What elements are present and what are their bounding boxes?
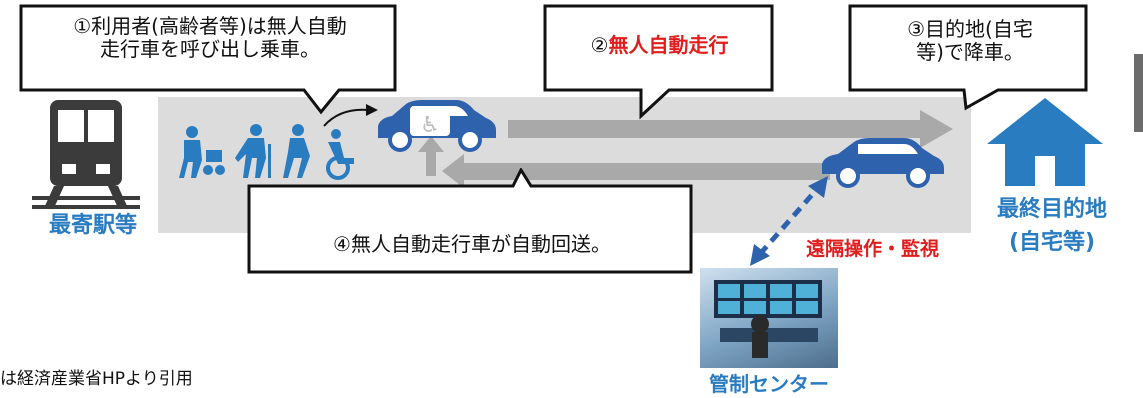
train-icon <box>32 96 140 212</box>
remote-control-label: 遠隔操作・監視 <box>806 238 940 260</box>
callout-step3-text: ③目的地(自宅 等)で降車。 <box>907 17 1033 64</box>
autonomous-car-icon: ♿ <box>372 100 500 152</box>
callout-step1-text: ①利用者(高齢者等)は無人自動 走行車を呼び出し乗車。 <box>73 14 347 61</box>
control-center-photo <box>700 268 838 368</box>
elderly-users-icon <box>178 122 368 180</box>
return-arrow <box>460 163 830 180</box>
callout-step3-bubble <box>848 4 1088 111</box>
svg-text:♿: ♿ <box>420 113 440 138</box>
returning-car-icon <box>818 136 948 188</box>
control-center-label: 管制センター <box>709 372 829 396</box>
source-citation: は経済産業省HPより引用 <box>0 369 193 389</box>
origin-label: 最寄駅等 <box>48 213 137 238</box>
destination-label-line1: 最終目的地 <box>996 197 1107 222</box>
callout-step2-highlight: 無人自動走行 <box>608 33 729 57</box>
route-arrows <box>418 110 953 188</box>
callout-step4-text: ④無人自動走行車が自動回送。 <box>333 232 611 256</box>
destination-label-line2: (自宅等) <box>1008 230 1096 255</box>
callout-step4-bubble <box>247 168 693 274</box>
cropped-photo <box>1134 54 1143 132</box>
boarding-arrow <box>323 104 378 127</box>
callout-step2-number: ② <box>590 33 609 57</box>
remote-link-arrow <box>750 176 828 266</box>
callout-step1-bubble <box>19 4 397 115</box>
callout-step2-text: ②無人自動走行 <box>545 34 774 57</box>
outbound-arrow <box>508 120 928 138</box>
callout-step2-bubble <box>543 4 774 120</box>
house-icon <box>985 96 1105 188</box>
